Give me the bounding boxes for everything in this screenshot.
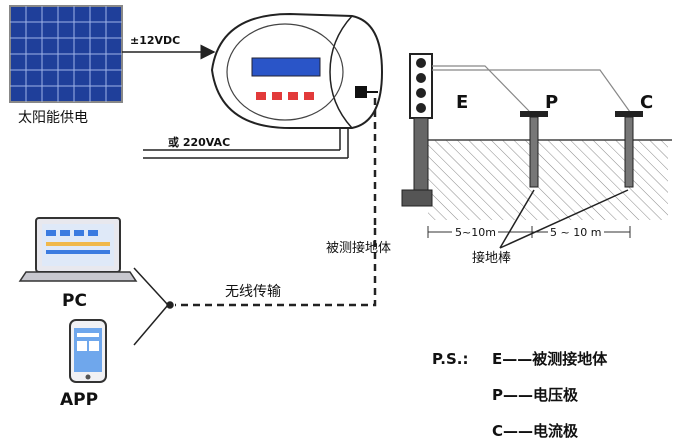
grounding-body-label: 被测接地体 <box>326 240 391 256</box>
soil-area <box>428 139 672 220</box>
electrode-c <box>615 111 643 188</box>
laptop-icon <box>18 217 138 282</box>
grounding-body <box>401 117 433 207</box>
grounding-rod-label: 接地棒 <box>472 250 511 266</box>
tester-device <box>210 12 384 129</box>
ac-voltage-label: 或 220VAC <box>168 135 230 149</box>
dc-voltage-label: ±12VDC <box>130 34 180 47</box>
electrode-c-label: C <box>640 92 653 113</box>
legend-item-c: C——电流极 <box>492 422 579 440</box>
device-buttons <box>256 92 314 100</box>
electrode-p <box>520 111 548 188</box>
distance-left-label: 5~10m <box>455 226 496 239</box>
electrode-e-label: E <box>456 92 468 113</box>
solar-panel <box>9 5 123 103</box>
app-label: APP <box>60 390 98 410</box>
rod-pointer-lines <box>499 189 629 249</box>
client-split-lines <box>133 267 174 346</box>
wireless-link <box>175 98 377 307</box>
legend: P.S.: E——被测接地体 P——电压极 C——电流极 <box>432 350 608 440</box>
distance-markers <box>427 226 631 238</box>
legend-item-p: P——电压极 <box>492 386 579 404</box>
distance-right-label: 5 ~ 10 m <box>550 226 601 239</box>
probe-cables <box>432 65 631 113</box>
solar-label: 太阳能供电 <box>18 110 88 126</box>
wireless-label: 无线传输 <box>225 284 281 300</box>
legend-item-e: E——被测接地体 <box>492 350 608 368</box>
lcd-screen <box>251 57 321 77</box>
antenna-plug-icon <box>355 86 367 98</box>
phone-icon <box>69 319 107 383</box>
terminal-block <box>409 53 433 119</box>
legend-prefix: P.S.: <box>432 350 468 368</box>
electrode-p-label: P <box>545 92 558 113</box>
pc-label: PC <box>62 291 87 311</box>
